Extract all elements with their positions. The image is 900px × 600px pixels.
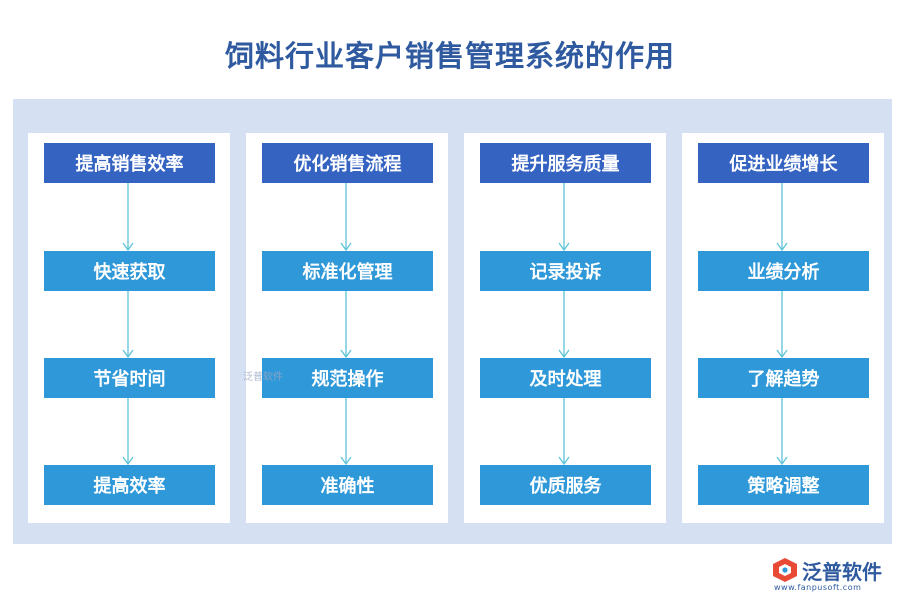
column-1: 优化销售流程 标准化管理 规范操作 准确性 xyxy=(246,133,448,523)
column-0: 提高销售效率 快速获取 节省时间 提高效率 xyxy=(28,133,230,523)
column-header: 提高销售效率 xyxy=(44,143,215,183)
step-box: 业绩分析 xyxy=(698,251,869,291)
down-arrow-icon xyxy=(549,291,579,358)
logo-url: www.fanpusoft.com xyxy=(774,583,862,592)
down-arrow-shape xyxy=(558,398,570,465)
column-header: 提升服务质量 xyxy=(480,143,651,183)
down-arrow-shape xyxy=(776,291,788,358)
step-box: 及时处理 xyxy=(480,358,651,398)
down-arrow-shape xyxy=(558,291,570,358)
down-arrow-icon xyxy=(113,183,143,251)
step-box: 提高效率 xyxy=(44,465,215,505)
step-box: 了解趋势 xyxy=(698,358,869,398)
step-box: 规范操作 xyxy=(262,358,433,398)
column-header: 促进业绩增长 xyxy=(698,143,869,183)
step-box: 记录投诉 xyxy=(480,251,651,291)
down-arrow-shape xyxy=(340,291,352,358)
step-box: 策略调整 xyxy=(698,465,869,505)
down-arrow-shape xyxy=(122,398,134,465)
down-arrow-icon xyxy=(549,183,579,251)
down-arrow-icon xyxy=(549,398,579,465)
down-arrow-shape xyxy=(776,398,788,465)
down-arrow-icon xyxy=(331,398,361,465)
column-3: 促进业绩增长 业绩分析 了解趋势 策略调整 xyxy=(682,133,884,523)
brand-logo: 泛普软件 www.fanpusoft.com xyxy=(770,553,890,597)
diagram-title: 饲料行业客户销售管理系统的作用 xyxy=(224,39,675,73)
step-box: 标准化管理 xyxy=(262,251,433,291)
step-box: 优质服务 xyxy=(480,465,651,505)
down-arrow-shape xyxy=(776,183,788,251)
down-arrow-icon xyxy=(331,183,361,251)
column-header: 优化销售流程 xyxy=(262,143,433,183)
down-arrow-icon xyxy=(767,183,797,251)
fanpu-logo-icon xyxy=(773,558,797,582)
down-arrow-icon xyxy=(331,291,361,358)
down-arrow-shape xyxy=(558,183,570,251)
step-box: 节省时间 xyxy=(44,358,215,398)
down-arrow-shape xyxy=(340,183,352,251)
down-arrow-shape xyxy=(122,291,134,358)
down-arrow-icon xyxy=(767,398,797,465)
watermark: 泛普软件 xyxy=(243,372,283,383)
column-2: 提升服务质量 记录投诉 及时处理 优质服务 xyxy=(464,133,666,523)
logo-name: 泛普软件 xyxy=(802,560,882,584)
down-arrow-icon xyxy=(767,291,797,358)
down-arrow-icon xyxy=(113,291,143,358)
step-box: 准确性 xyxy=(262,465,433,505)
down-arrow-shape xyxy=(122,183,134,251)
down-arrow-icon xyxy=(113,398,143,465)
step-box: 快速获取 xyxy=(44,251,215,291)
down-arrow-shape xyxy=(340,398,352,465)
